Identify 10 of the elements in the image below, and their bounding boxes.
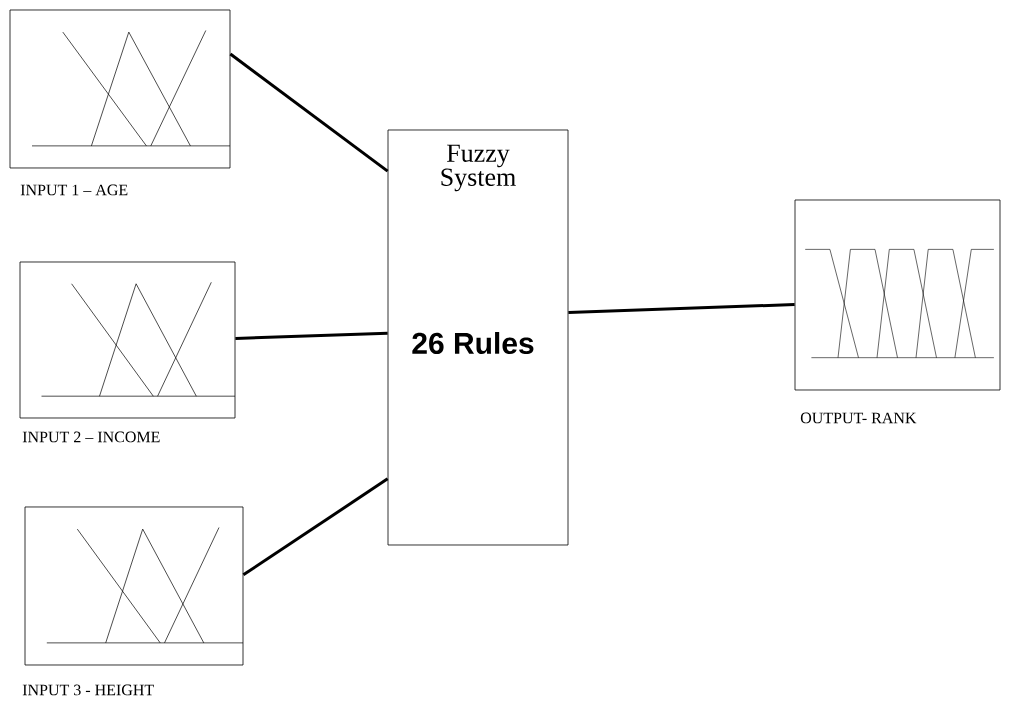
input-caption: INPUT 2 – INCOME xyxy=(22,431,160,443)
connector-line xyxy=(568,303,795,315)
connector-line xyxy=(242,477,389,577)
connector-line xyxy=(235,331,388,340)
connector-line xyxy=(229,52,389,173)
input-caption: INPUT 1 – AGE xyxy=(20,184,128,196)
system-title: Fuzzy System xyxy=(441,144,516,192)
rule-count: 26 Rules xyxy=(412,331,534,354)
input-caption: INPUT 3 - HEIGHT xyxy=(22,684,154,696)
input-caption: OUTPUT- RANK xyxy=(800,412,917,424)
